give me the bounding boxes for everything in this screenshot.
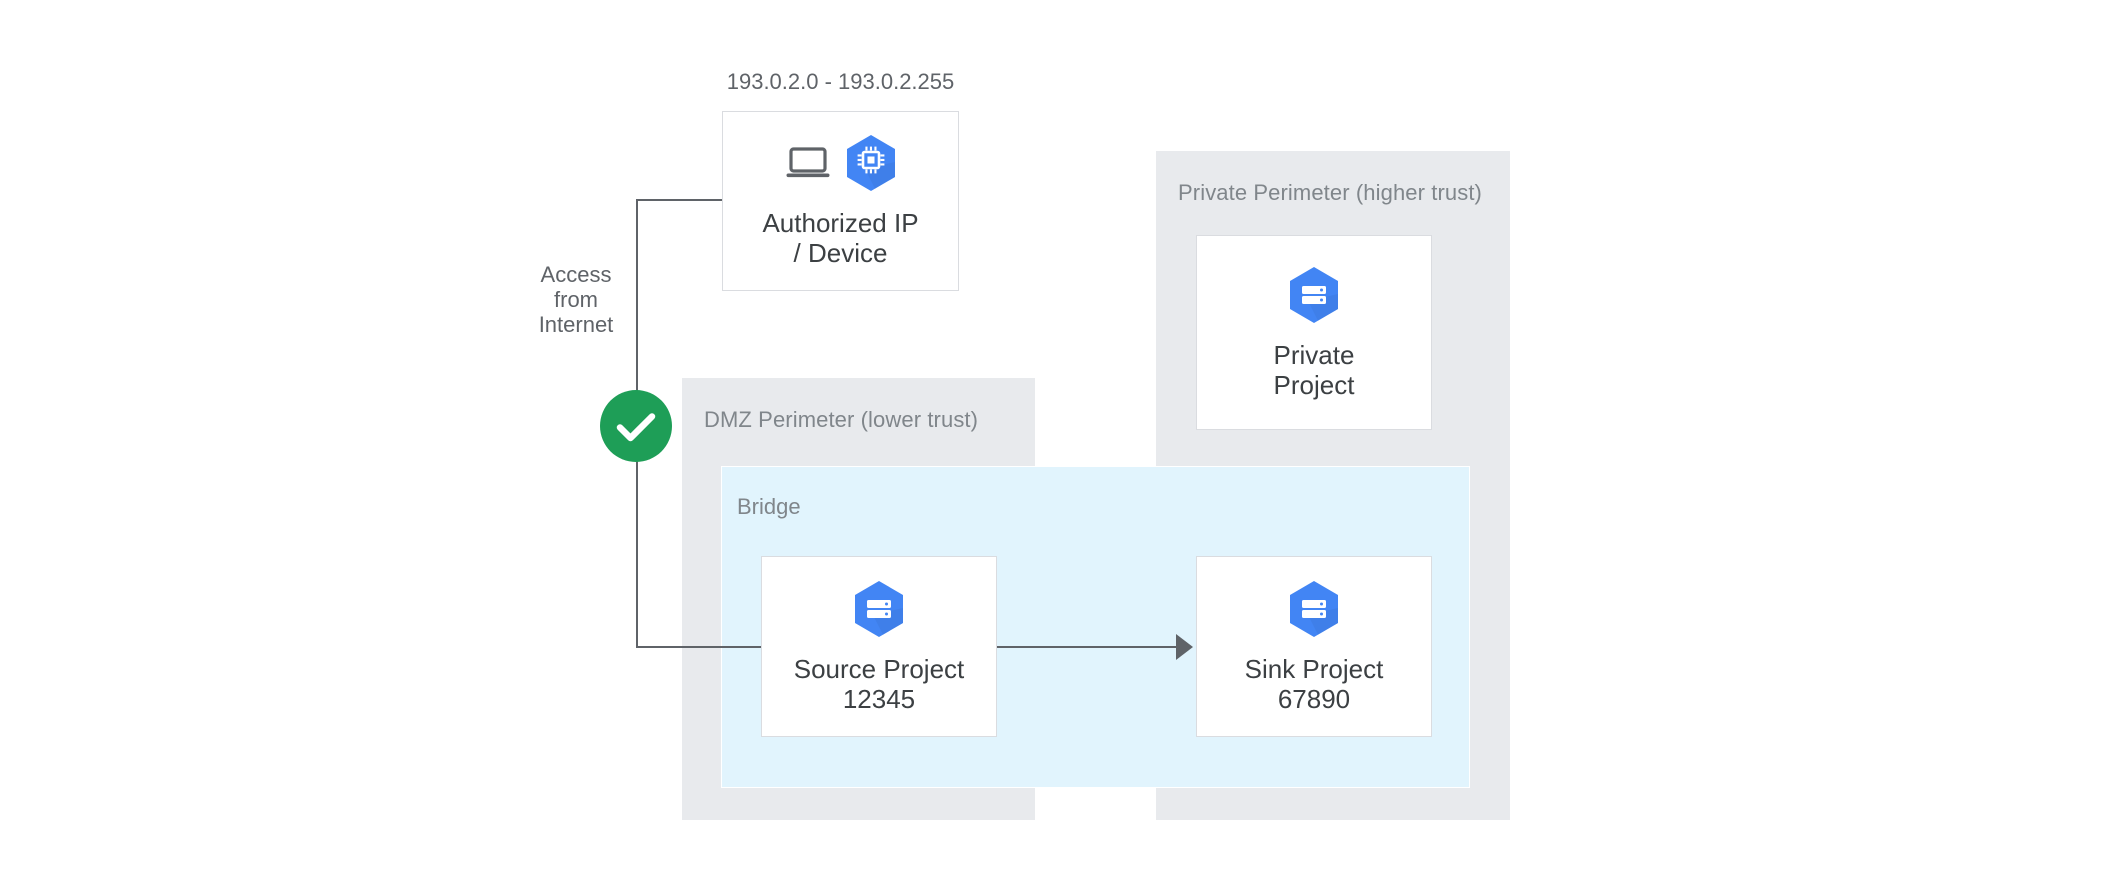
access-from-internet-label: Access from Internet (538, 262, 614, 337)
node-authorized-ip-device[interactable]: Authorized IP / Device (722, 111, 959, 291)
node-label-sink-project: Sink Project 67890 (1244, 653, 1384, 714)
connector-source-to-sink-line (996, 646, 1188, 648)
project-hex-icon (1288, 580, 1340, 638)
node-private-project[interactable]: Private Project (1196, 235, 1432, 430)
node-icon-row (1288, 266, 1340, 324)
ip-range-label: 193.0.2.0 - 193.0.2.255 (726, 69, 955, 94)
project-hex-icon (853, 580, 905, 638)
bridge-label: Bridge (737, 494, 801, 519)
dmz-perimeter-label: DMZ Perimeter (lower trust) (704, 407, 979, 432)
laptop-icon (785, 143, 831, 183)
private-perimeter-label: Private Perimeter (higher trust) (1178, 180, 1482, 205)
connector-internet-top-segment (636, 199, 738, 201)
compute-engine-hex-icon (845, 134, 897, 192)
connector-source-to-sink-arrowhead (1176, 634, 1193, 660)
connector-internet-bottom-segment (636, 646, 764, 648)
node-label-source-project: Source Project 12345 (793, 653, 965, 714)
check-circle-icon (600, 390, 672, 462)
project-hex-icon (1288, 266, 1340, 324)
node-icon-row (853, 580, 905, 638)
node-icon-row (1288, 580, 1340, 638)
node-label-authorized-ip-device: Authorized IP / Device (762, 208, 919, 268)
node-source-project[interactable]: Source Project 12345 (761, 556, 997, 737)
node-sink-project[interactable]: Sink Project 67890 (1196, 556, 1432, 737)
node-label-private-project: Private Project (1273, 339, 1355, 400)
node-icon-row (785, 134, 897, 192)
